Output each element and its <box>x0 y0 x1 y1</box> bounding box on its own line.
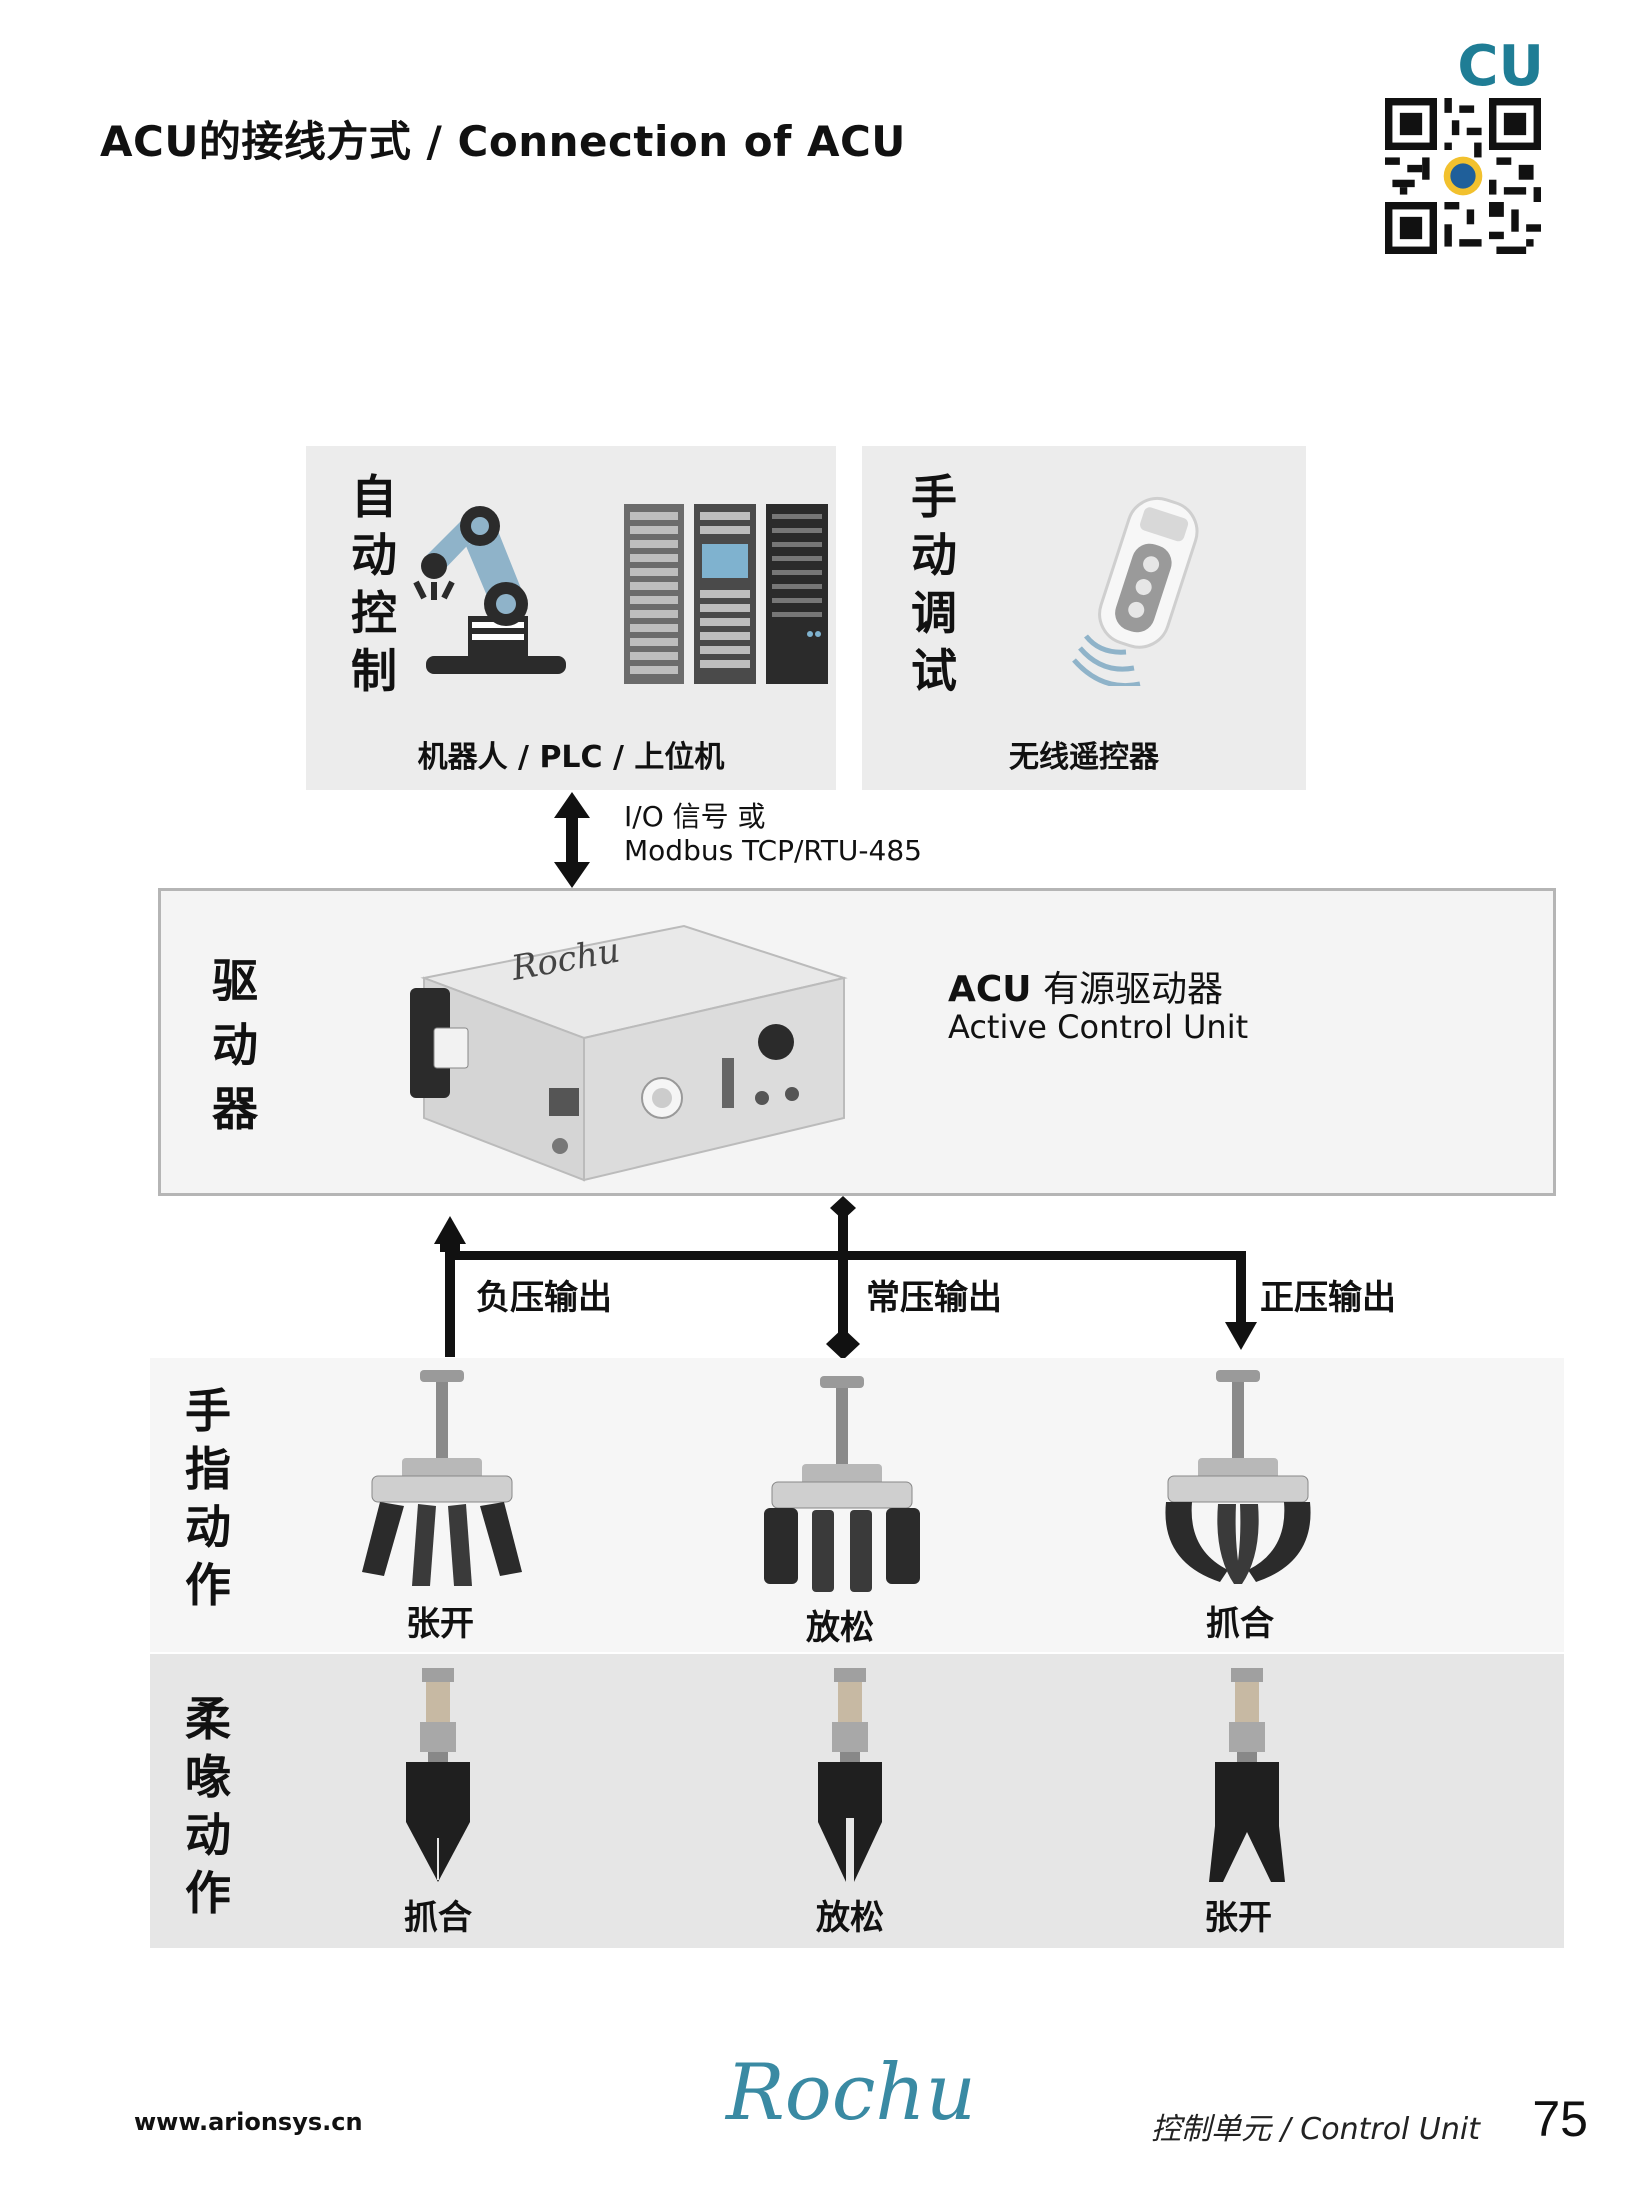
beak-actions-label: 柔 喙 动 作 <box>185 1692 231 1920</box>
server-rack-icon <box>624 504 828 684</box>
signal-line2: Modbus TCP/RTU-485 <box>624 834 922 867</box>
positive-output-label: 正压输出 <box>1260 1278 1396 1318</box>
driver-subtitle: Active Control Unit <box>948 1008 1249 1046</box>
auto-control-label: 自 动 控 制 <box>351 470 397 698</box>
acu-device-image: Rochu <box>410 924 848 1182</box>
manual-debug-label: 手 动 调 试 <box>911 470 957 698</box>
output-distribution-lines <box>434 1196 1257 1360</box>
normal-output-label: 常压输出 <box>866 1278 1002 1318</box>
beak-action-close: 抓合 <box>404 1898 472 1938</box>
beak-action-open: 张开 <box>1204 1898 1272 1938</box>
finger-gripper-open-image <box>362 1370 522 1586</box>
auto-control-panel: 自 动 控 制 <box>306 446 836 790</box>
qr-code-icon <box>1385 98 1541 254</box>
footer-logo: Rochu <box>726 2048 976 2138</box>
manual-debug-panel: 手 动 调 试 无线遥控器 <box>862 446 1306 790</box>
driver-label: 驱 动 器 <box>212 954 258 1136</box>
beak-gripper-close-image <box>406 1668 470 1882</box>
robot-arm-icon <box>413 506 566 674</box>
footer-section: 控制单元 / Control Unit <box>1151 2112 1480 2147</box>
finger-action-open: 张开 <box>406 1604 474 1644</box>
manual-debug-caption: 无线遥控器 <box>1009 740 1159 775</box>
negative-output-label: 负压输出 <box>476 1278 612 1318</box>
signal-double-arrow-icon <box>554 792 590 888</box>
beak-gripper-open-image <box>1209 1668 1285 1882</box>
finger-gripper-relax-image <box>764 1376 920 1592</box>
finger-gripper-close-image <box>1165 1370 1311 1584</box>
signal-description: I/O 信号 或 Modbus TCP/RTU-485 <box>624 800 922 868</box>
finger-action-close: 抓合 <box>1206 1604 1274 1644</box>
finger-action-relax: 放松 <box>806 1608 874 1648</box>
footer-url[interactable]: www.arionsys.cn <box>134 2108 363 2136</box>
page-number: 75 <box>1532 2091 1588 2147</box>
wireless-remote-icon <box>1072 496 1199 686</box>
brand-code: CU <box>1457 34 1544 99</box>
driver-box: 驱 动 器 <box>158 888 1556 1196</box>
finger-actions-label: 手 指 动 作 <box>185 1384 231 1612</box>
driver-title: ACU 有源驱动器 <box>948 969 1223 1010</box>
signal-line1: I/O 信号 或 <box>624 800 766 833</box>
beak-gripper-relax-image <box>818 1668 882 1882</box>
auto-control-caption: 机器人 / PLC / 上位机 <box>417 740 725 775</box>
beak-action-relax: 放松 <box>816 1898 884 1938</box>
page-title: ACU的接线方式 / Connection of ACU <box>100 117 906 166</box>
